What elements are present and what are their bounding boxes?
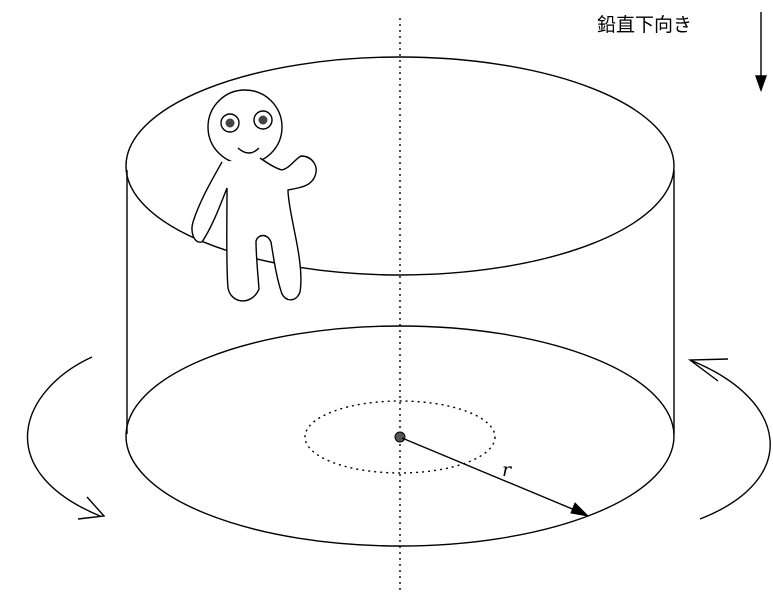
- radius-arrow: [401, 437, 583, 514]
- person-figure: [191, 89, 317, 302]
- direction-label: 鉛直下向き: [597, 14, 693, 36]
- center-point: [394, 431, 406, 443]
- cylinder-bottom-ellipse: [125, 325, 675, 547]
- rotation-arrow-left: [26, 356, 106, 520]
- radius-label: r: [502, 459, 512, 481]
- rotation-arrow-right: [687, 358, 771, 520]
- cylinder-top-ellipse: [125, 56, 675, 276]
- person-body: [191, 155, 317, 302]
- radius-arrowhead: [570, 502, 590, 517]
- circular-path: [304, 400, 496, 474]
- arrow-down-icon: [755, 12, 767, 93]
- person-mouth: [237, 147, 260, 154]
